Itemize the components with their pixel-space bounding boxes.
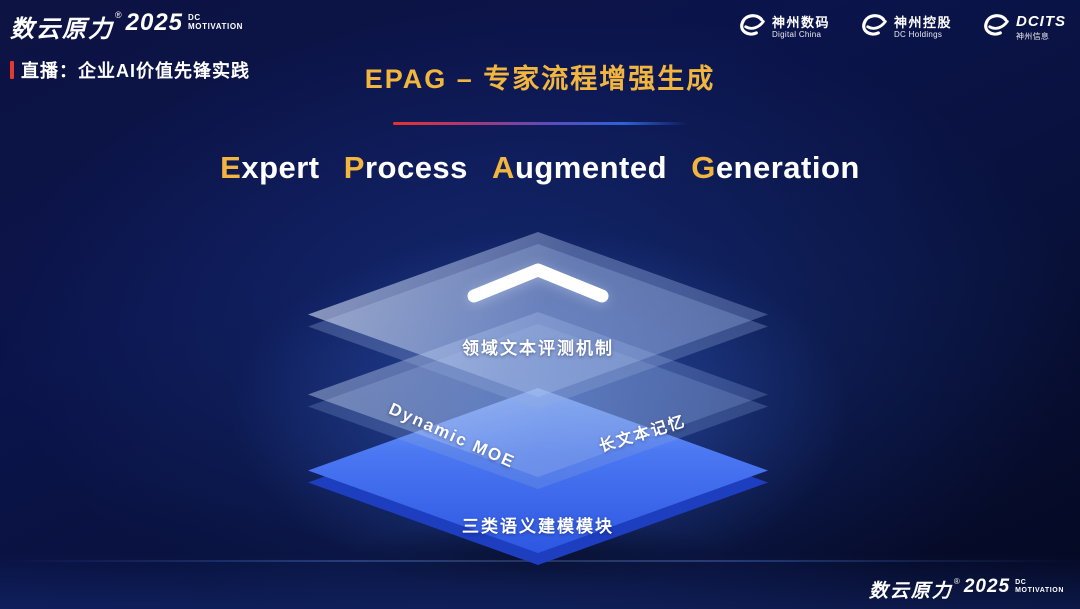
layer-domain-evaluation [308,232,768,409]
layer-label-domain-evaluation: 领域文本评测机制 [462,339,614,358]
logo-subtitle: 神州信息 [1016,31,1050,41]
word-rest: eneration [715,150,860,185]
brand-year: 2025 [125,9,184,36]
dc-holdings-swoosh-icon [858,11,888,44]
brand-year: 2025 [963,576,1011,597]
logo-dcits: DCITS 神州信息 [980,11,1066,44]
english-title: Expert Process Augmented Generation [0,150,1080,186]
logo-digital-china: 神州数码 Digital China [736,11,830,44]
footer-right: 数云原力 ® 2025 DC MOTIVATION [869,576,1064,603]
title-word: Generation [691,150,860,185]
live-label-row: 直播：企业AI价值先锋实践 [10,57,250,83]
brand-sub-line1: DC [1015,579,1027,586]
brand-sub-line1: DC [188,13,201,22]
registered-mark: ® [115,10,122,20]
layer-face [308,232,768,397]
word-initial: E [220,150,242,185]
brand-subtitle: DC MOTIVATION [188,13,243,31]
word-initial: G [691,150,716,185]
red-accent-bar [10,61,14,79]
registered-mark: ® [953,577,960,586]
logo-text: DCITS 神州信息 [1016,13,1066,41]
brand-wordmark: 数云原力 [868,581,953,602]
logo-subtitle: DC Holdings [893,30,943,40]
word-initial: P [343,150,365,185]
gradient-divider [392,122,688,125]
slide-title: EPAG – 专家流程增强生成 [364,64,716,94]
brand-sub-line2: MOTIVATION [1015,587,1064,595]
partner-logos: 神州数码 Digital China 神州控股 DC Holdings [736,11,1066,44]
live-label: 直播：企业AI价值先锋实践 [21,61,250,81]
layer-semantic-modeling [308,388,768,565]
word-initial: A [492,150,515,185]
logo-subtitle: Digital China [771,30,822,40]
word-rest: xpert [241,150,320,185]
title-block: EPAG – 专家流程增强生成 [0,57,1080,125]
brand-logo-bottom-right: 数云原力 ® 2025 DC MOTIVATION [869,576,1064,603]
layer-label-semantic-modeling: 三类语义建模模块 [462,517,614,536]
brand-subtitle: DC MOTIVATION [1015,579,1064,595]
logo-name: 神州控股 [893,14,952,30]
chevron-up-icon [467,263,609,303]
dcits-swoosh-icon [980,11,1010,44]
title-word: Expert [220,150,320,185]
logo-text: 神州控股 DC Holdings [893,14,952,40]
header-left: 数云原力 ® 2025 DC MOTIVATION 直播：企业AI价值先锋实践 [10,9,250,83]
title-word: Process [344,150,468,185]
word-rest: ugmented [514,150,668,185]
logo-text: 神州数码 Digital China [771,14,830,40]
brand-wordmark: 数云原力 [10,16,114,43]
word-rest: rocess [364,150,468,185]
brand-logo-top-left: 数云原力 ® 2025 DC MOTIVATION [10,9,250,44]
logo-name: DCITS [1016,13,1066,31]
logo-dc-holdings: 神州控股 DC Holdings [858,11,952,44]
brand-sub-line2: MOTIVATION [188,22,244,32]
logo-name: 神州数码 [771,14,830,30]
title-word: Augmented [492,150,667,185]
digital-china-swoosh-icon [736,11,766,44]
